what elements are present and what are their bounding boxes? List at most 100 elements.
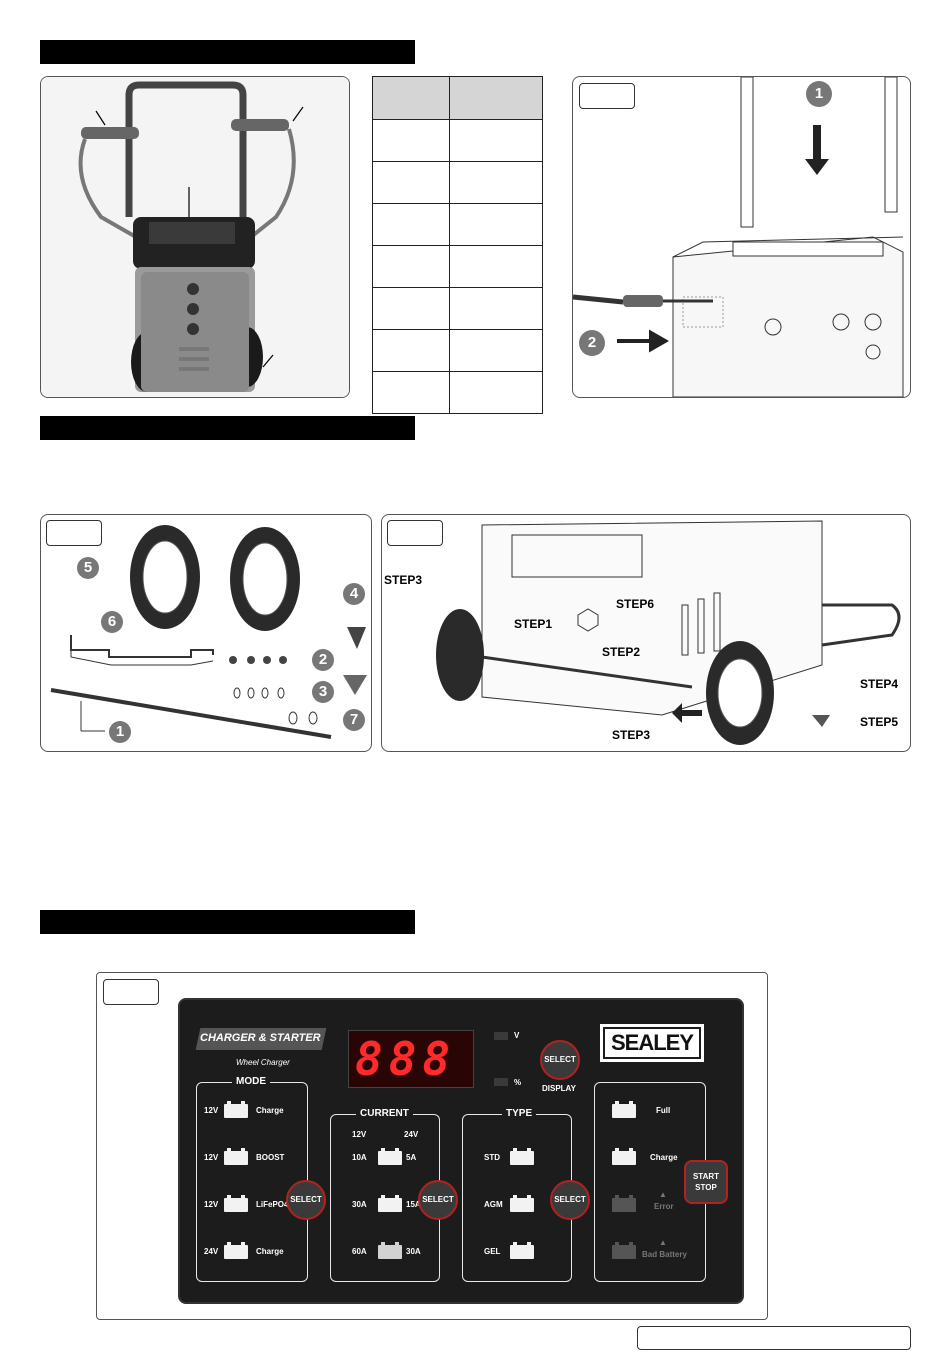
type-select-button[interactable]: SELECT: [550, 1180, 590, 1220]
current-head-24v: 24V: [404, 1130, 419, 1139]
type-label: GEL: [484, 1247, 501, 1256]
current-title: CURRENT: [356, 1108, 413, 1119]
battery-icon: [612, 1148, 636, 1165]
mode-label: LiFePO4: [256, 1200, 289, 1209]
product-title: CHARGER & STARTER: [200, 1032, 321, 1044]
figure-tag: [103, 979, 159, 1005]
battery-icon: [224, 1242, 248, 1259]
mode-volt: 12V: [204, 1200, 219, 1209]
table-row: [372, 371, 543, 414]
step-label: STEP6: [616, 597, 655, 611]
step-label: STEP4: [860, 677, 899, 691]
start-stop-button[interactable]: START STOP: [684, 1160, 728, 1204]
section-header-bar: [40, 40, 415, 64]
led-display: 888: [348, 1030, 474, 1088]
step-label: STEP1: [514, 617, 553, 631]
step-label: STEP3: [384, 573, 423, 587]
battery-icon: [612, 1242, 636, 1259]
product-subtitle: Wheel Charger: [236, 1058, 290, 1067]
battery-icon: [378, 1148, 402, 1165]
status-label: Full: [656, 1106, 671, 1115]
table-row: [372, 329, 543, 372]
table-row: [372, 245, 543, 288]
battery-icon: [612, 1195, 636, 1212]
sealey-logo: SEALEY: [600, 1024, 704, 1062]
battery-icon: [510, 1242, 534, 1259]
callout-2: 2: [312, 649, 334, 671]
wheel-kit-parts-figure: 5 6 4 2 3 7 1: [40, 514, 372, 752]
wheel-assembly-illustration: [436, 520, 901, 745]
battery-icon: [378, 1242, 402, 1259]
charger-photo: [40, 76, 350, 398]
status-label: Error: [654, 1202, 674, 1211]
callout-3: 3: [312, 681, 334, 703]
battery-icon: [510, 1148, 534, 1165]
handle-fitting-illustration: [573, 77, 904, 397]
specification-table: [372, 76, 543, 414]
display-label: DISPLAY: [542, 1084, 576, 1093]
warning-icon: ▲: [659, 1238, 667, 1247]
callout-1: 1: [109, 721, 131, 743]
callout-6: 6: [101, 611, 123, 633]
callout-7: 7: [343, 709, 365, 731]
status-label: Charge: [650, 1153, 678, 1162]
battery-icon: [224, 1195, 248, 1212]
mode-volt: 12V: [204, 1153, 219, 1162]
wheel-assembly-figure: STEP3 STEP1 STEP6 STEP2 STEP4 STEP3 STEP…: [381, 514, 911, 752]
callout-1: 1: [806, 81, 832, 107]
current-24v-value: 15A: [406, 1200, 421, 1209]
status-label: Bad Battery: [642, 1250, 687, 1259]
figure-tag: [579, 83, 635, 109]
table-row: [372, 203, 543, 246]
mode-label: BOOST: [256, 1153, 285, 1162]
battery-icon: [612, 1101, 636, 1118]
figure-tag: [387, 520, 443, 546]
unit-pct-label: %: [514, 1078, 522, 1087]
callout-4: 4: [343, 583, 365, 605]
footer-box: [637, 1326, 911, 1350]
battery-icon: [224, 1101, 248, 1118]
figure-tag: [46, 520, 102, 546]
current-12v-value: 60A: [352, 1247, 367, 1256]
table-header-row: [372, 76, 543, 120]
mode-volt: 12V: [204, 1106, 219, 1115]
unit-v-label: V: [514, 1031, 520, 1040]
mode-volt: 24V: [204, 1247, 219, 1256]
battery-icon: [378, 1195, 402, 1212]
battery-icon: [510, 1195, 534, 1212]
current-24v-value: 5A: [406, 1153, 417, 1162]
control-panel: CHARGER & STARTER Wheel Charger 888 V % …: [178, 998, 744, 1304]
stop-label: STOP: [695, 1183, 717, 1192]
table-row: [372, 119, 543, 162]
display-digits: 888: [355, 1032, 457, 1086]
brand-name: SEALEY: [610, 1030, 694, 1055]
type-label: AGM: [484, 1200, 503, 1209]
battery-icon: [224, 1148, 248, 1165]
start-label: START: [692, 1172, 720, 1181]
step-label: STEP5: [860, 715, 899, 729]
current-12v-value: 30A: [352, 1200, 367, 1209]
led-v-indicator: [494, 1032, 508, 1040]
type-label: STD: [484, 1153, 500, 1162]
callout-5: 5: [77, 557, 99, 579]
current-12v-value: 10A: [352, 1153, 367, 1162]
current-head-12v: 12V: [352, 1130, 367, 1139]
step-label: STEP2: [602, 645, 641, 659]
warning-icon: ▲: [659, 1190, 667, 1199]
current-24v-value: 30A: [406, 1247, 421, 1256]
display-select-button[interactable]: SELECT: [540, 1040, 580, 1080]
section-header-bar: [40, 910, 415, 934]
led-pct-indicator: [494, 1078, 508, 1086]
mode-select-button[interactable]: SELECT: [286, 1180, 326, 1220]
table-row: [372, 287, 543, 330]
current-select-button[interactable]: SELECT: [418, 1180, 458, 1220]
mode-title: MODE: [232, 1076, 270, 1087]
handle-fitting-figure: 1 2: [572, 76, 911, 398]
wheel-kit-parts-illustration: [50, 525, 367, 739]
charger-photo-illustration: [41, 77, 349, 397]
mode-label: Charge: [256, 1106, 284, 1115]
type-title: TYPE: [502, 1108, 537, 1119]
callout-2: 2: [579, 330, 605, 356]
table-row: [372, 161, 543, 204]
step-label: STEP3: [612, 728, 651, 742]
